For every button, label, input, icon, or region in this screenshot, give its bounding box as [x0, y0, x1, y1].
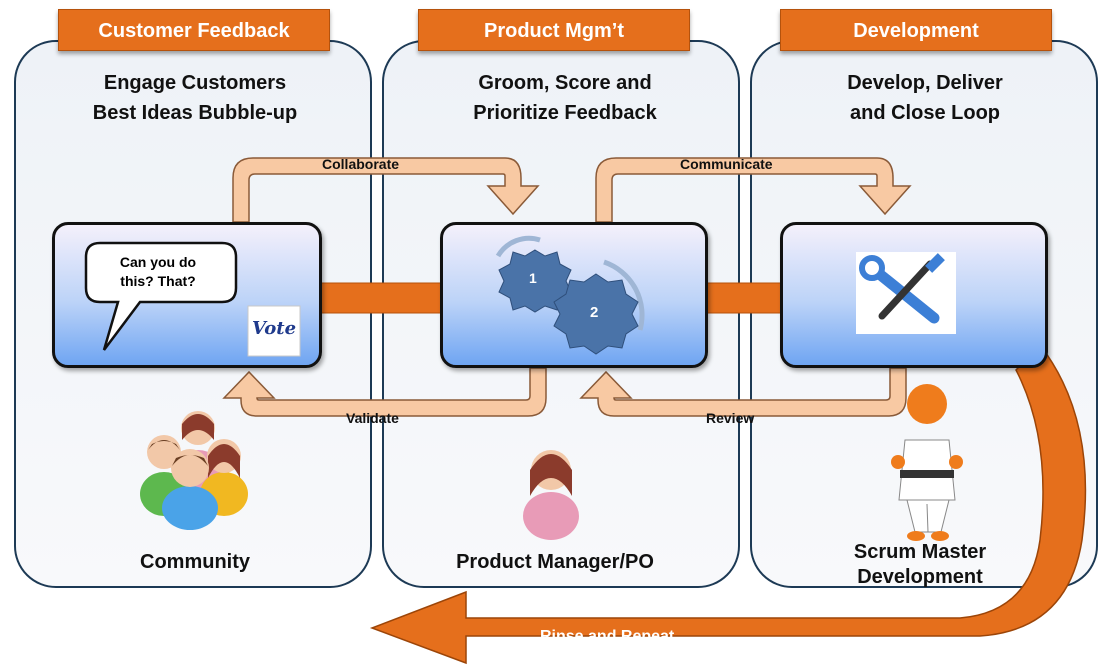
development-subtitle: Develop, Deliver and Close Loop — [847, 72, 1003, 124]
tab-customer-feedback: Customer Feedback — [58, 9, 330, 51]
communicate-label: Communicate — [680, 156, 773, 172]
product-manager-label: Product Manager/PO — [456, 551, 654, 573]
collaborate-label: Collaborate — [322, 156, 400, 172]
gear-2-icon — [553, 259, 645, 355]
vote-logo — [247, 305, 301, 357]
validate-arrow — [222, 367, 547, 417]
community-icon — [140, 411, 248, 530]
scrum-master-label: Scrum Master Development — [853, 541, 987, 588]
tools-icon — [856, 252, 956, 334]
community-label: Community — [140, 551, 250, 573]
tab-product-management: Product Mgm’t — [418, 9, 690, 51]
customer-feedback-subtitle: Engage Customers Best Ideas Bubble-up — [92, 72, 298, 124]
product-management-subtitle: Groom, Score and Prioritize Feedback — [473, 72, 657, 124]
rinse-repeat-label: Rinse and Repeat — [540, 628, 675, 645]
gear-1-label: 1 — [529, 270, 537, 286]
communicate-arrow — [595, 157, 912, 223]
review-label: Review — [706, 410, 755, 426]
review-arrow — [579, 367, 907, 417]
connector-bar-right — [703, 282, 785, 314]
tab-development: Development — [780, 9, 1052, 51]
scrum-master-icon — [891, 384, 963, 541]
collaborate-arrow — [232, 157, 540, 223]
speech-bubble — [84, 241, 238, 351]
validate-label: Validate — [346, 410, 399, 426]
vote-logo-text: Vote — [251, 318, 297, 339]
gear-2-label: 2 — [590, 304, 599, 321]
gear-1-icon — [495, 235, 572, 313]
connector-bar-left — [317, 282, 445, 314]
bubble-text: Can you do this? That? — [119, 254, 197, 289]
product-manager-icon — [523, 450, 579, 540]
rinse-repeat-arrow — [369, 343, 1087, 665]
